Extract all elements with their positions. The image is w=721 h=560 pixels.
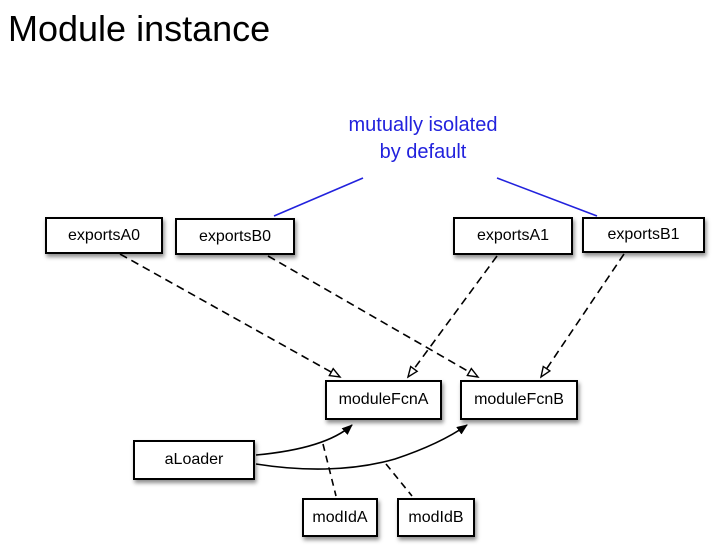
annotation-mutually-isolated: mutually isolated by default bbox=[348, 114, 498, 163]
node-moduleFcnA: moduleFcnA bbox=[325, 380, 442, 420]
edge-aLoader-to-moduleFcnA bbox=[255, 424, 353, 456]
edge-exportsA1-to-moduleFcnA bbox=[408, 255, 498, 377]
callout-line-to-exportsB0 bbox=[273, 177, 364, 217]
node-moduleFcnB: moduleFcnB bbox=[460, 380, 578, 420]
node-exportsB0: exportsB0 bbox=[175, 218, 295, 255]
edge-exportsB1-to-moduleFcnB bbox=[541, 253, 625, 377]
node-modIdA: modIdA bbox=[302, 498, 378, 537]
page-title: Module instance bbox=[8, 8, 271, 49]
edge-curveB-to-modIdB bbox=[385, 463, 413, 497]
edge-exportsB0-to-moduleFcnB bbox=[267, 255, 478, 377]
edge-aLoader-to-moduleFcnB bbox=[255, 424, 468, 470]
node-modIdB: modIdB bbox=[397, 498, 475, 537]
node-aLoader: aLoader bbox=[133, 440, 255, 480]
node-exportsA0: exportsA0 bbox=[45, 217, 163, 254]
edge-curveA-to-modIdA bbox=[322, 443, 337, 497]
node-exportsB1: exportsB1 bbox=[582, 217, 705, 253]
callout-line-to-exportsB1 bbox=[496, 177, 598, 217]
node-exportsA1: exportsA1 bbox=[453, 217, 573, 255]
edge-exportsA0-to-moduleFcnA bbox=[119, 253, 340, 377]
